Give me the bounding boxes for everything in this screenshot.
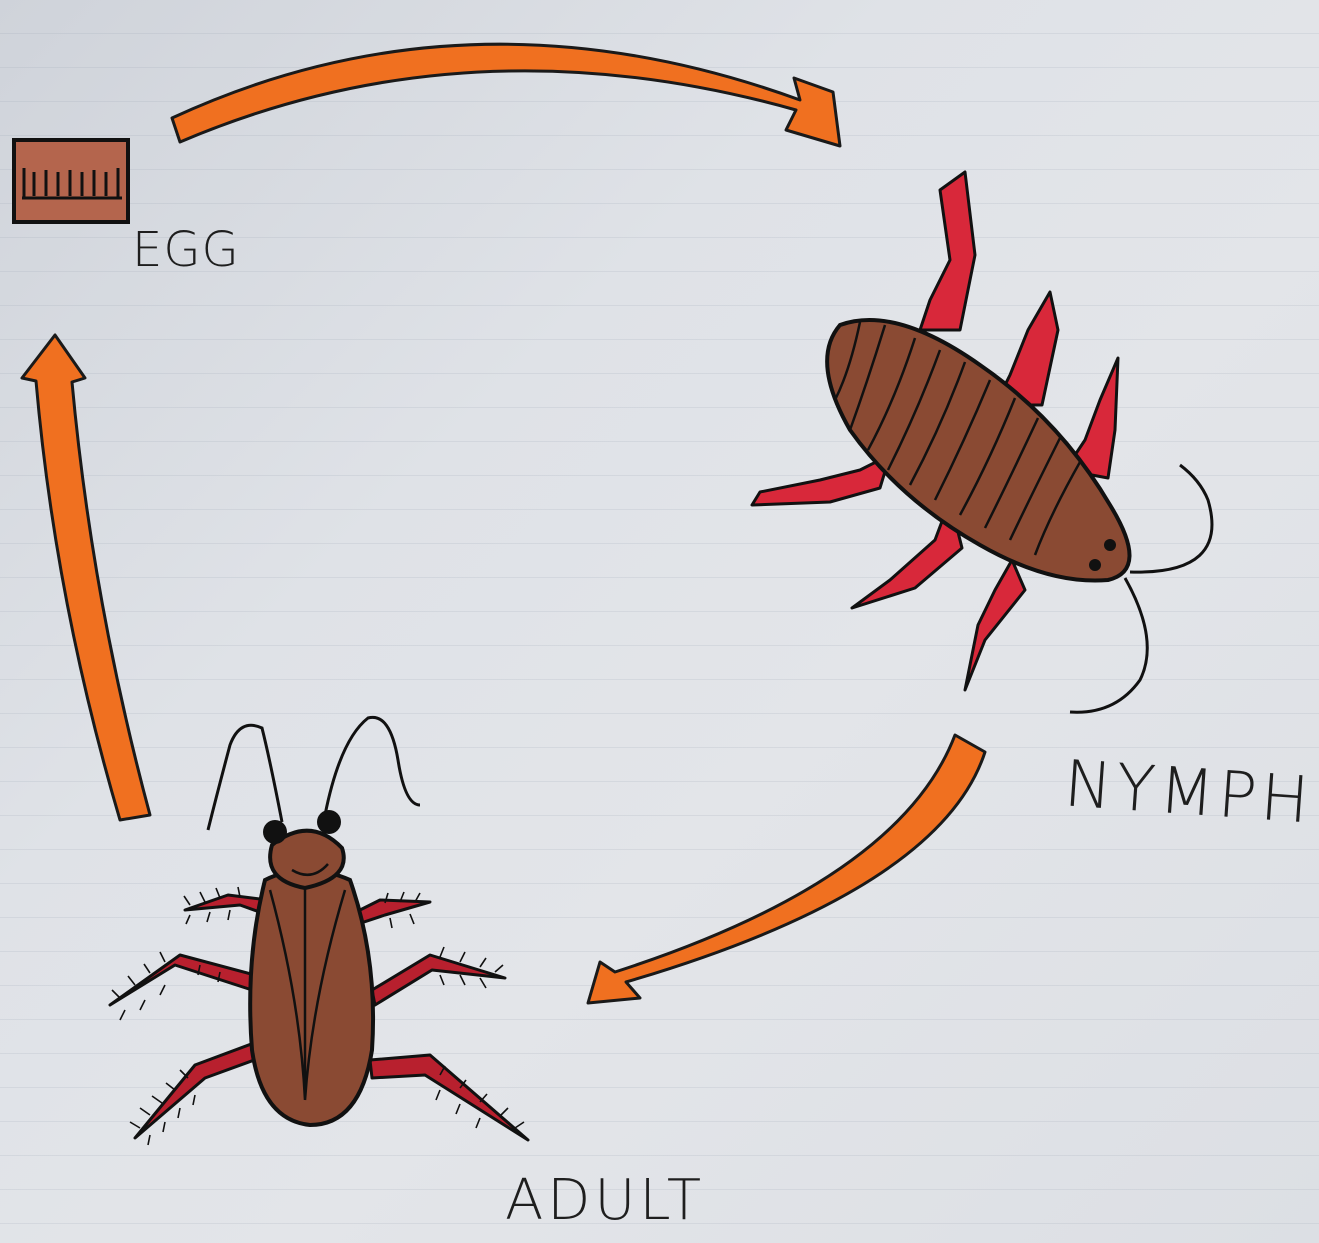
stage-label-adult: ADULT [505, 1168, 705, 1233]
arrow-adult-to-egg [22, 335, 150, 820]
nymph-insect [752, 172, 1212, 712]
adult-insect [110, 717, 528, 1145]
arrow-nymph-to-adult [588, 735, 985, 1003]
arrow-egg-to-nymph [172, 44, 840, 146]
stage-label-egg: EGG [132, 222, 240, 278]
egg-case [14, 140, 128, 222]
